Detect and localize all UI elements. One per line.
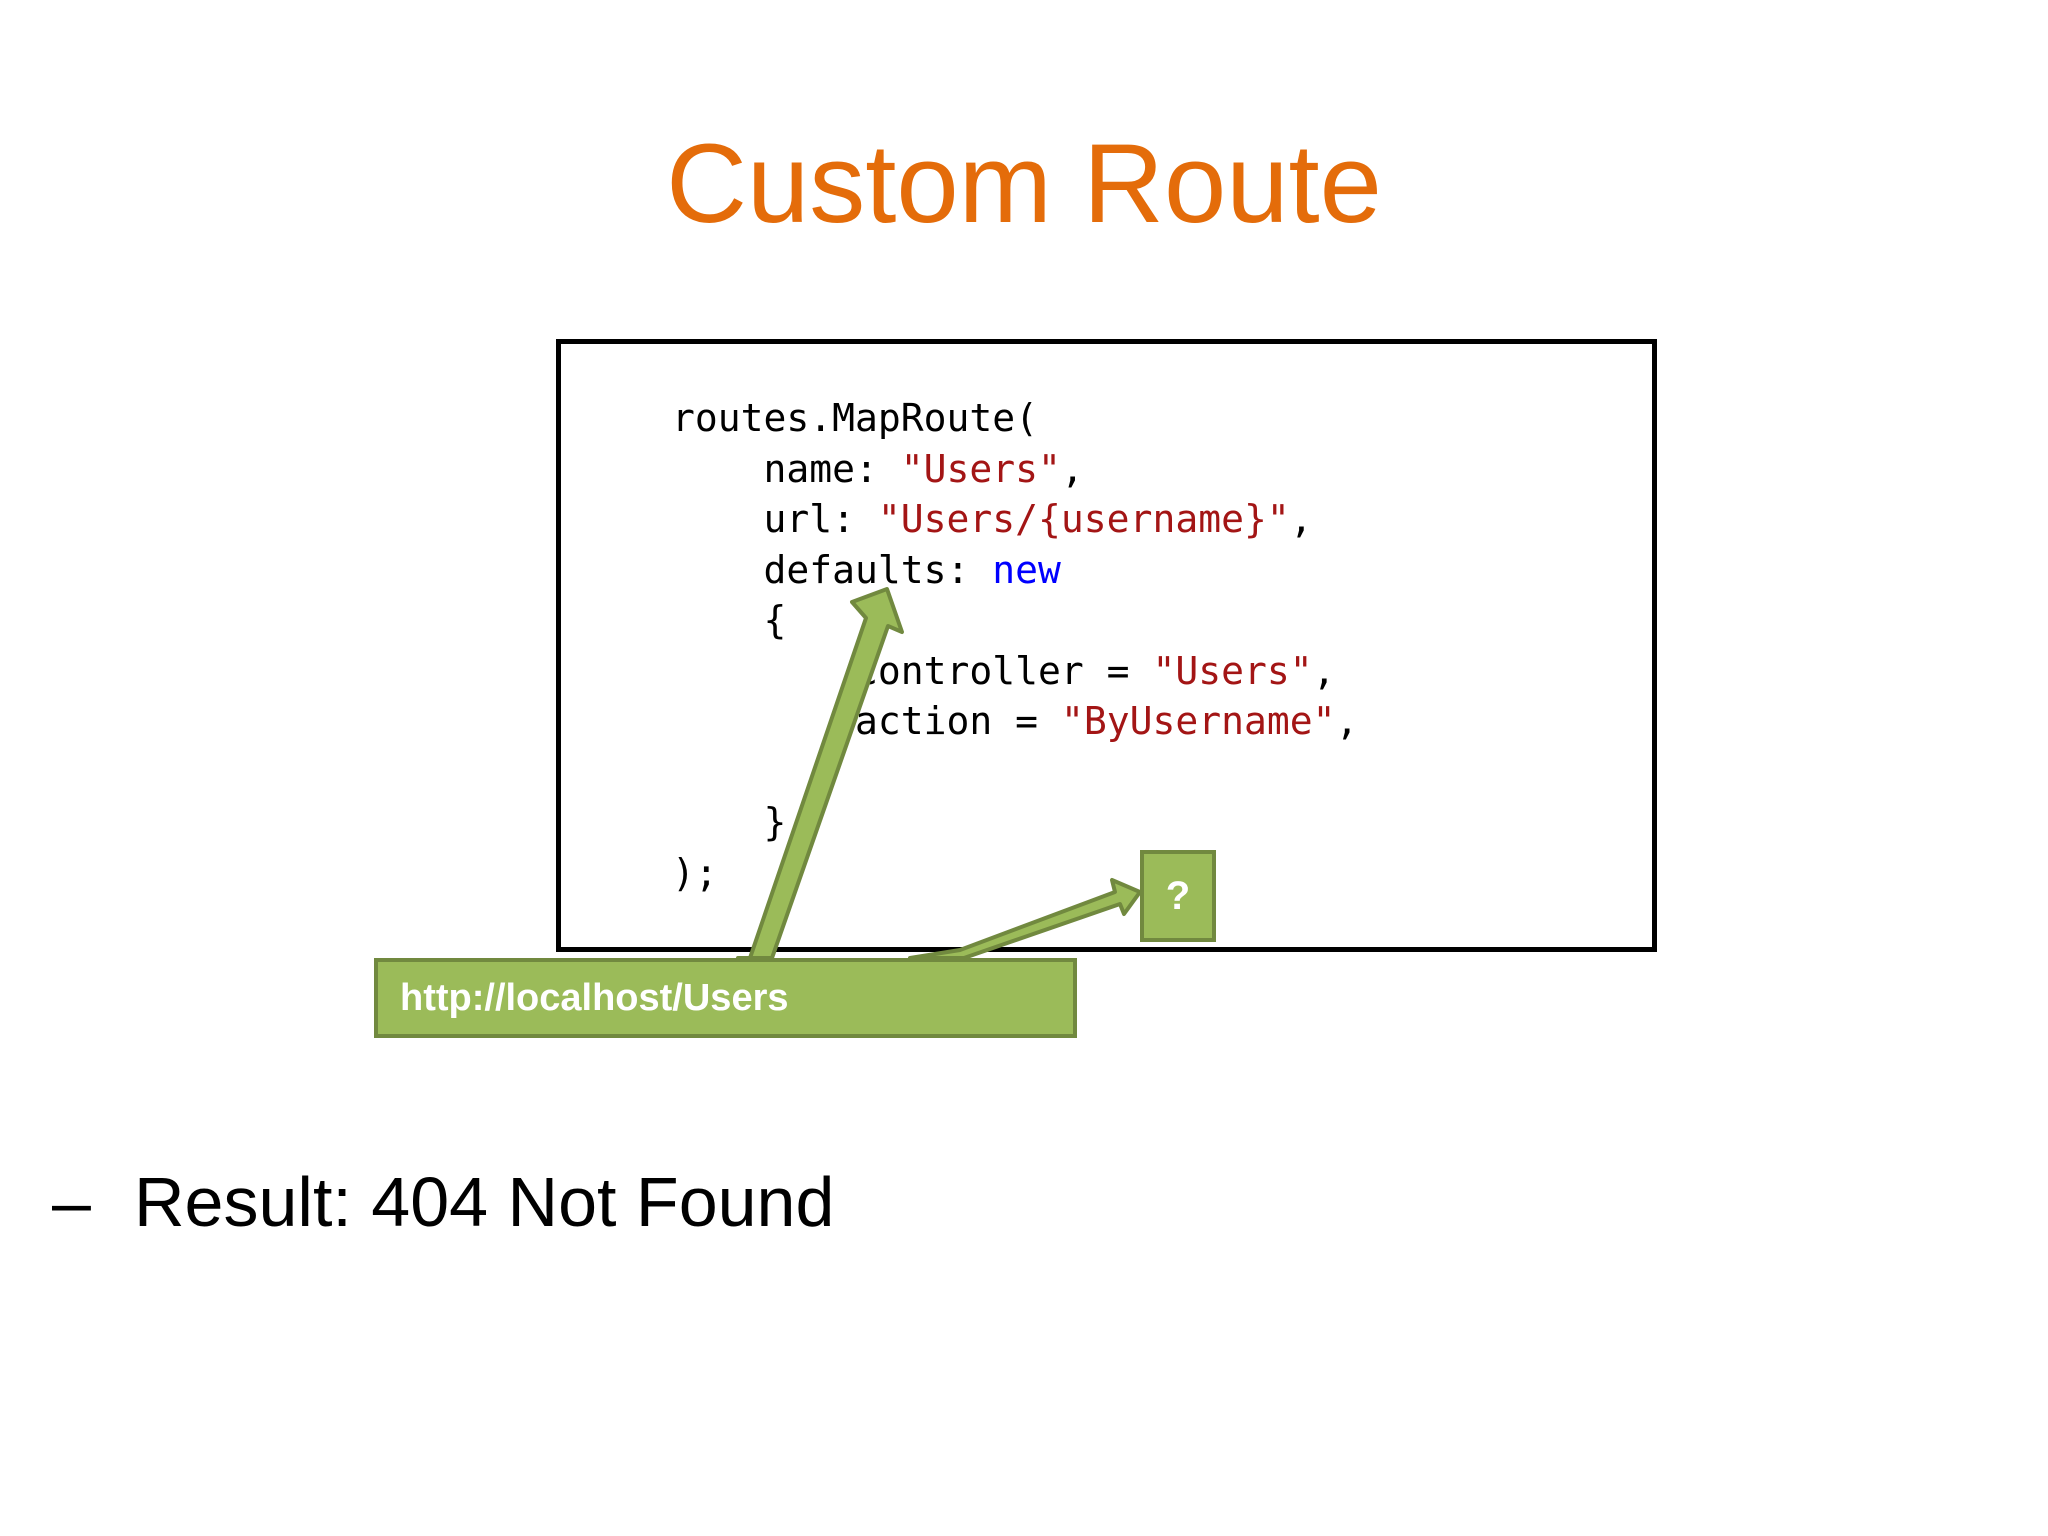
code-line: controller = "Users", [672, 646, 1358, 697]
code-string: "Users" [900, 446, 1061, 491]
code-line: routes.MapRoute( [672, 393, 1358, 444]
arrow-to-defaults [736, 587, 904, 960]
code-line: defaults: new [672, 545, 1358, 596]
code-text: routes.MapRoute( [672, 396, 1039, 440]
code-string: "Users" [1152, 648, 1313, 693]
code-text: } [672, 800, 787, 844]
code-line: action = "ByUsername", [672, 696, 1358, 747]
code-text: controller = [672, 648, 1153, 693]
code-string: "ByUsername" [1060, 699, 1336, 743]
question-callout-text: ? [1165, 873, 1191, 918]
code-text: , [1289, 497, 1313, 541]
question-callout: ? [1140, 850, 1216, 942]
code-line: { [672, 595, 1358, 646]
arrow-to-question [908, 878, 1142, 960]
code-text: , [1335, 699, 1359, 743]
bullet-dash: – [52, 1163, 91, 1241]
code-text: ); [672, 850, 718, 895]
code-line: } [672, 797, 1358, 848]
code-line: name: "Users", [672, 444, 1358, 495]
code-text: , [1312, 648, 1336, 693]
code-keyword: new [992, 547, 1061, 592]
result-bullet: – Result: 404 Not Found [52, 1162, 834, 1242]
code-text: { [672, 598, 787, 642]
code-text: action = [672, 699, 1061, 743]
code-string: "Users/{username}" [877, 497, 1290, 541]
slide-title: Custom Route [666, 121, 1382, 246]
code-line: url: "Users/{username}", [672, 494, 1358, 545]
url-callout-text: http://localhost/Users [400, 976, 789, 1019]
code-text: url: [672, 497, 878, 541]
url-callout: http://localhost/Users [374, 958, 1077, 1038]
code-snippet-frame [556, 339, 1657, 952]
code-text: name: [672, 446, 901, 491]
code-snippet: routes.MapRoute( name: "Users", url: "Us… [672, 393, 1358, 898]
code-text: , [1060, 446, 1084, 491]
result-text: Result: 404 Not Found [134, 1163, 835, 1241]
code-text: defaults: [672, 547, 993, 592]
code-line: ); [672, 848, 1358, 899]
